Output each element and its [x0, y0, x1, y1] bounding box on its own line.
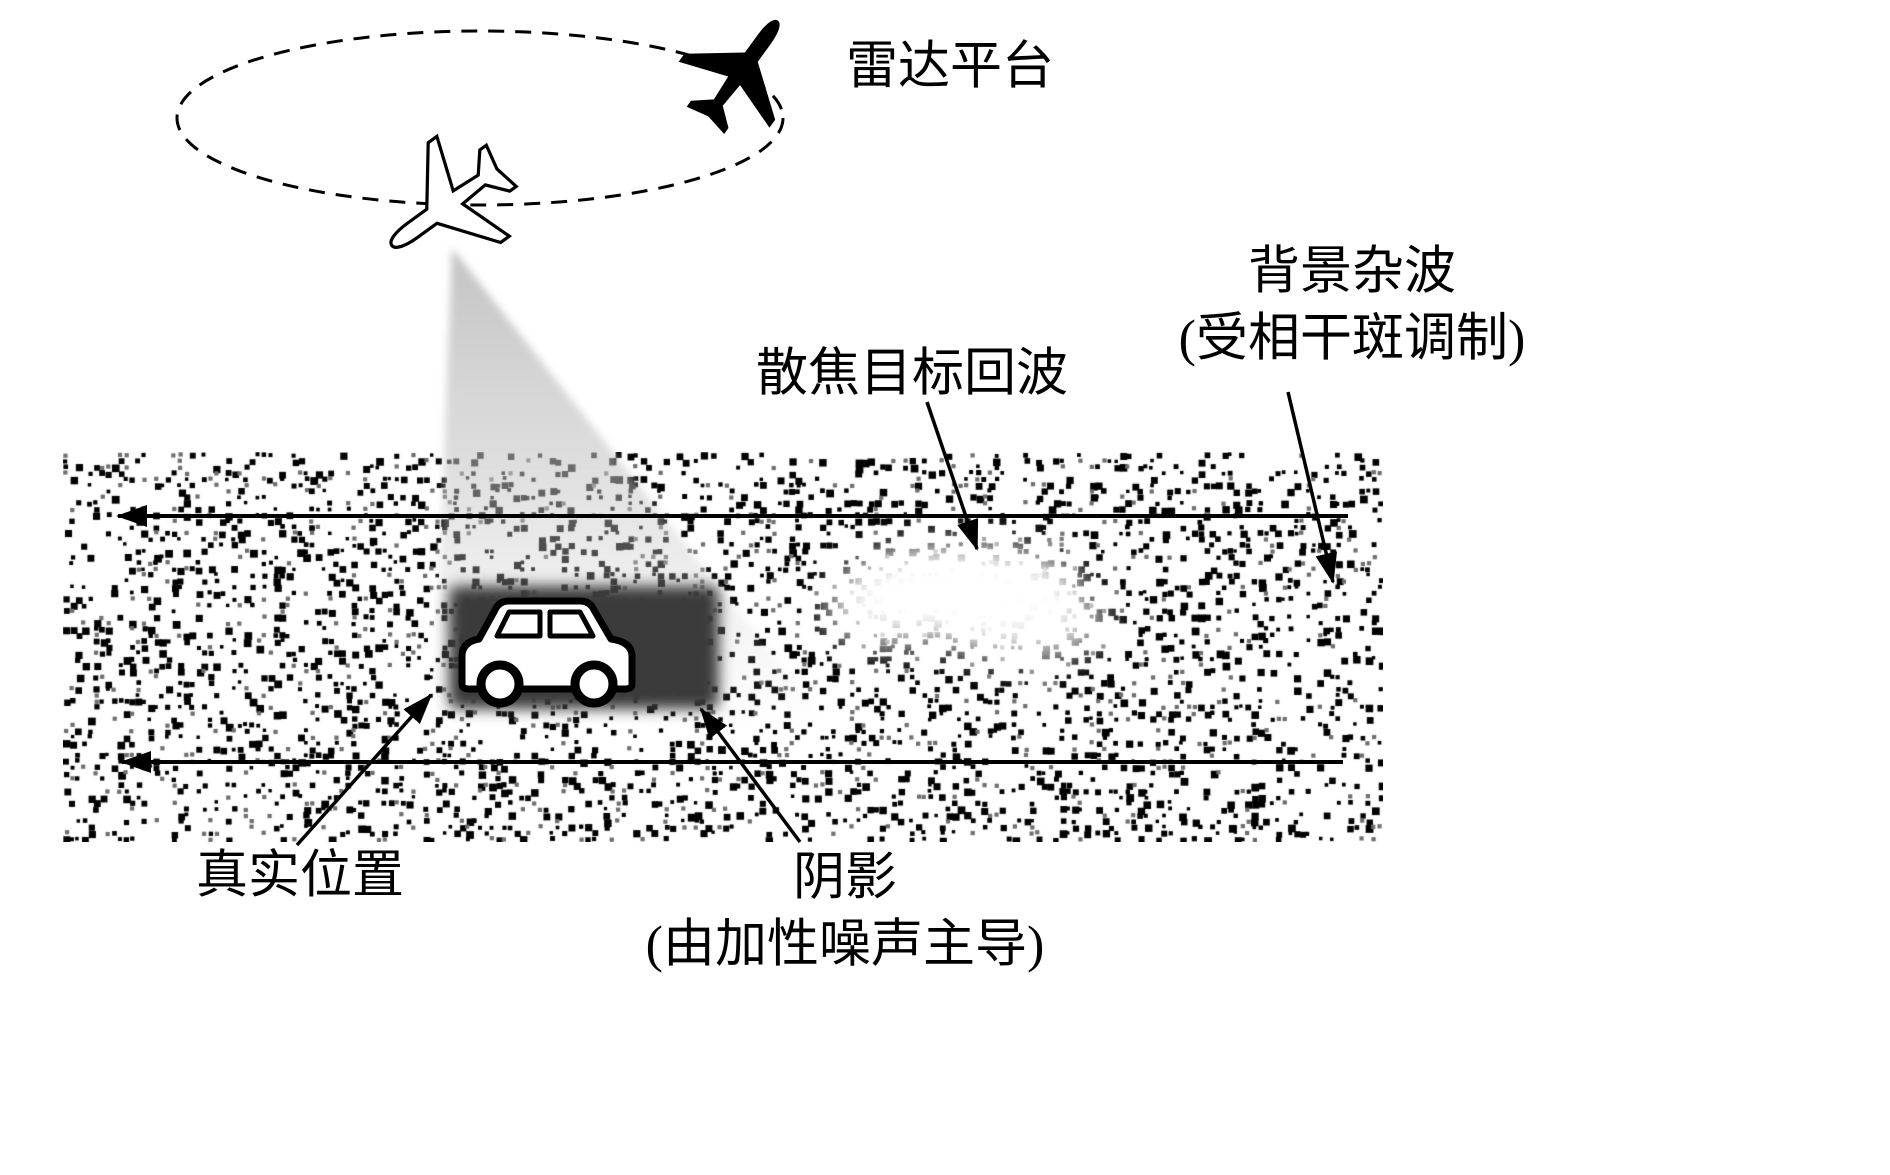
defocused-echo-blob — [820, 542, 1110, 663]
shadow-arrow-icon — [699, 707, 802, 844]
radar-platform-label: 雷达平台 — [845, 38, 1055, 96]
true-position-label: 真实位置 — [195, 847, 405, 905]
shadow-label-line2: (由加性噪声主导) — [645, 916, 1045, 973]
shadow-label: 阴影 (由加性噪声主导) — [646, 845, 1045, 978]
background-clutter-label-line2: (受相干斑调制) — [1178, 310, 1526, 367]
background-clutter-label-line1: 背景杂波 — [1247, 243, 1457, 301]
shadow-label-line1: 阴影 — [792, 849, 898, 907]
background-clutter-arrow-icon — [1286, 391, 1338, 584]
background-clutter-label: 背景杂波 (受相干斑调制) — [1179, 239, 1526, 372]
defocused-echo-arrow-icon — [925, 401, 979, 551]
radar-aircraft-far-icon — [660, 0, 824, 154]
defocused-echo-label: 散焦目标回波 — [755, 345, 1069, 403]
true-position-arrow-icon — [295, 693, 433, 847]
orbit-path-icon — [175, 29, 785, 207]
car-icon — [458, 597, 636, 708]
